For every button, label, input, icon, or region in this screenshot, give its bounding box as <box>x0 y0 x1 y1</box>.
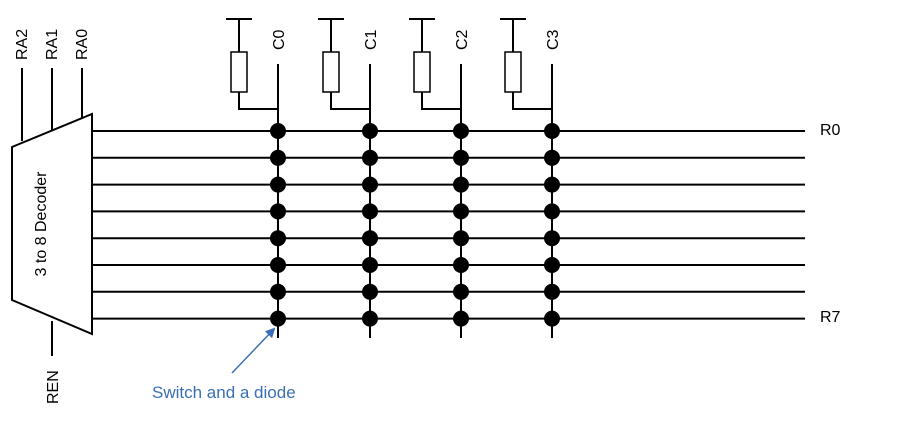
pullup-resistor <box>413 51 431 93</box>
junction-dot-r2-c2 <box>453 176 469 193</box>
junction-dot-r5-c2 <box>453 257 469 273</box>
junction-dot-r6-c1 <box>362 283 378 300</box>
annotation-arrow <box>231 327 276 374</box>
junction-dot-r4-c2 <box>453 230 469 247</box>
junction-dot-r1-c1 <box>362 149 378 166</box>
junction-dot-r0-c0 <box>270 123 286 139</box>
annotation-text: Switch and a diode <box>152 383 296 402</box>
junction-dot-r2-c3 <box>544 176 560 193</box>
junction-dot-r1-c3 <box>544 149 560 166</box>
junction-dot-r0-c3 <box>544 123 560 139</box>
junction-dot-r3-c3 <box>544 203 560 220</box>
junction-dot-r1-c0 <box>270 149 286 166</box>
pullup-lead-bottom <box>512 92 552 110</box>
junction-dot-r6-c0 <box>270 283 286 300</box>
junction-dot-r0-c2 <box>453 123 469 139</box>
junction-dot-r5-c3 <box>544 257 560 273</box>
row-lines <box>92 130 805 320</box>
junction-dot-r7-c0 <box>270 310 286 327</box>
enable-label: REN <box>45 370 62 404</box>
junction-dot-r7-c3 <box>544 310 560 327</box>
junction-dot-r6-c3 <box>544 283 560 300</box>
column-label-c2: C2 <box>454 29 471 50</box>
pullup-resistor <box>230 51 248 93</box>
junction-dot-r4-c1 <box>362 230 378 247</box>
junction-dot-r2-c0 <box>270 176 286 193</box>
junction-dot-r0-c1 <box>362 123 378 139</box>
pullup-lead-bottom <box>330 92 370 110</box>
junction-dots <box>270 123 560 327</box>
row-label-r0: R0 <box>820 122 841 139</box>
column-label-c1: C1 <box>363 29 380 50</box>
input-label-ra1: RA1 <box>44 29 61 60</box>
input-label-ra2: RA2 <box>14 29 31 60</box>
junction-dot-r3-c2 <box>453 203 469 220</box>
decoder-block <box>11 112 93 336</box>
pullup-lead-bottom <box>238 92 278 110</box>
junction-dot-r4-c3 <box>544 230 560 247</box>
column-label-c3: C3 <box>545 29 562 50</box>
junction-dot-r5-c1 <box>362 257 378 273</box>
junction-dot-r5-c0 <box>270 257 286 273</box>
pullup-resistor <box>504 51 522 93</box>
junction-dot-r4-c0 <box>270 230 286 247</box>
row-label-r7: R7 <box>820 309 841 326</box>
junction-dot-r3-c0 <box>270 203 286 220</box>
column-label-c0: C0 <box>271 29 288 50</box>
junction-dot-r3-c1 <box>362 203 378 220</box>
junction-dot-r2-c1 <box>362 176 378 193</box>
pullup-resistor <box>322 51 340 93</box>
junction-dot-r7-c1 <box>362 310 378 327</box>
junction-dot-r7-c2 <box>453 310 469 327</box>
decoder-label: 3 to 8 Decoder <box>33 171 50 277</box>
pullup-lead-bottom <box>421 92 461 110</box>
input-label-ra0: RA0 <box>74 29 91 60</box>
junction-dot-r6-c2 <box>453 283 469 300</box>
junction-dot-r1-c2 <box>453 149 469 166</box>
